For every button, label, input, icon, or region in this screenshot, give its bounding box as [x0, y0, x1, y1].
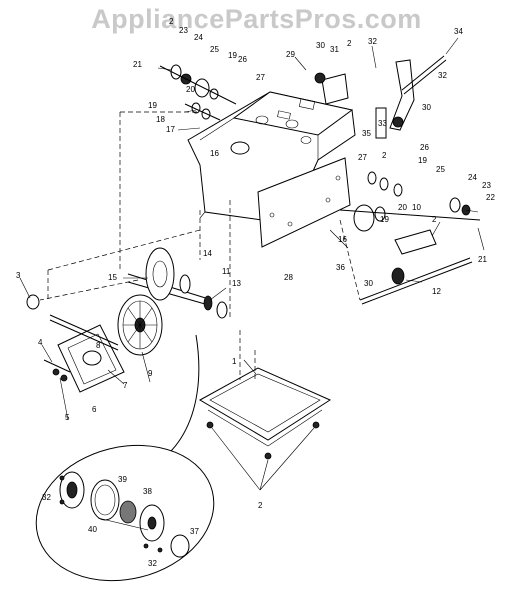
callout-28: 28 [284, 273, 293, 282]
callout-9: 9 [148, 369, 153, 378]
auger-shaft [39, 247, 228, 319]
base-plate [198, 367, 332, 447]
callout-13: 13 [232, 279, 241, 288]
callout-5: 5 [65, 413, 70, 422]
callout-21: 21 [133, 60, 142, 69]
callout-30-right: 30 [422, 103, 431, 112]
callout-27: 27 [256, 73, 265, 82]
callout-35: 35 [362, 129, 371, 138]
callout-4: 4 [38, 338, 43, 347]
callout-32-right: 32 [438, 71, 447, 80]
callout-25: 25 [210, 45, 219, 54]
callout-20: 20 [186, 85, 195, 94]
callout-15: 15 [108, 273, 117, 282]
callout-2-top: 2 [169, 17, 174, 26]
callout-25-right: 25 [436, 165, 445, 174]
callout-19-top: 19 [228, 51, 237, 60]
callout-32-inset-lower: 32 [148, 559, 157, 568]
callout-29: 29 [286, 50, 295, 59]
callout-1: 1 [232, 357, 237, 366]
callout-21-right: 21 [478, 255, 487, 264]
callout-17: 17 [166, 125, 175, 134]
callout-30-lower: 30 [364, 279, 373, 288]
callout-23: 23 [179, 26, 188, 35]
callout-24-right: 24 [468, 173, 477, 182]
bracket-35 [375, 55, 447, 139]
callout-7: 7 [123, 381, 128, 390]
right-gear-stack [339, 171, 481, 232]
callout-2: 2 [258, 501, 263, 510]
callout-19: 19 [148, 101, 157, 110]
watermark: AppliancePartsPros.com [91, 4, 422, 34]
callout-23-right: 23 [482, 181, 491, 190]
callout-37: 37 [190, 527, 199, 536]
callout-3: 3 [16, 271, 21, 280]
plate-7 [49, 314, 125, 393]
leader-lines [19, 37, 485, 531]
side-plate [257, 157, 351, 248]
impeller-wheel [117, 294, 163, 356]
callout-27-right: 27 [358, 153, 367, 162]
bushing-3 [26, 294, 40, 310]
callout-26-right: 26 [420, 143, 429, 152]
callout-11: 11 [222, 267, 231, 276]
callout-32-inset: 32 [42, 493, 51, 502]
callout-32: 32 [368, 37, 377, 46]
callout-8: 8 [96, 341, 101, 350]
callout-30: 30 [316, 41, 325, 50]
shaft-12 [359, 229, 473, 305]
callout-24: 24 [194, 33, 203, 42]
callout-19-lower: 19 [380, 215, 389, 224]
callout-6: 6 [92, 405, 97, 414]
callout-34: 34 [454, 27, 463, 36]
callout-33: 33 [378, 119, 387, 128]
fasteners-2 [206, 421, 320, 460]
callout-20-right: 20 [398, 203, 407, 212]
callout-31: 31 [330, 45, 339, 54]
callout-36: 36 [336, 263, 345, 272]
callout-19-right: 19 [418, 156, 427, 165]
callout-38: 38 [143, 487, 152, 496]
callout-10: 10 [412, 203, 421, 212]
callout-16-right: 16 [338, 235, 347, 244]
callout-12: 12 [432, 287, 441, 296]
callout-16: 16 [210, 149, 219, 158]
callout-26: 26 [238, 55, 247, 64]
callout-22: 22 [486, 193, 495, 202]
callout-2-mid: 2 [382, 151, 387, 160]
callout-39: 39 [118, 475, 127, 484]
detail-inset [35, 444, 215, 582]
callout-14: 14 [203, 249, 212, 258]
callout-2-right: 2 [432, 215, 437, 224]
bracket-31 [314, 72, 349, 105]
upper-gear-stack [159, 64, 237, 121]
callout-2-upper: 2 [347, 39, 352, 48]
callout-labels: 1 2 2 2 2 2 3 4 5 6 7 8 9 10 11 12 13 14… [16, 17, 495, 568]
callout-40: 40 [88, 525, 97, 534]
bolts-4-5-6 [43, 359, 71, 382]
callout-18: 18 [156, 115, 165, 124]
